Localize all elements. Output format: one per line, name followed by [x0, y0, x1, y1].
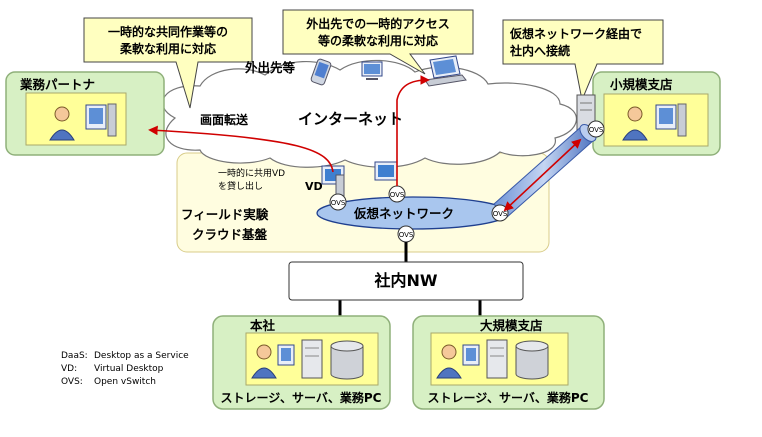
- arrow-vpn: [503, 138, 582, 212]
- callout-access-line1: 外出先での一時的アクセス: [306, 16, 449, 31]
- monitor-icon: [361, 61, 383, 80]
- legend-abbr-ovs: OVS:: [61, 377, 83, 387]
- vd-label: VD: [305, 180, 323, 193]
- hq-site: 本社 ストレージ、サーバ、業務PC: [212, 315, 391, 410]
- large-branch-user-icon: [436, 344, 462, 379]
- legend-desc-vd: Virtual Desktop: [94, 364, 164, 374]
- corporate-nw-label: 社内NW: [373, 271, 437, 290]
- ovs-tunnel-end-label: OVS: [493, 210, 508, 218]
- ovs-small-branch-label: OVS: [589, 126, 604, 134]
- large-branch-label: 大規模支店: [480, 318, 543, 333]
- callout-access: 外出先での一時的アクセス 等の柔軟な利用に対応: [282, 9, 474, 75]
- small-branch-site: 小規模支店: [576, 71, 721, 156]
- legend-desc-daas: Desktop as a Service: [94, 351, 189, 361]
- hq-label: 本社: [250, 318, 276, 333]
- small-branch-user-icon: [622, 106, 648, 141]
- callout-partner-line1: 一時的な共同作業等の: [108, 24, 228, 39]
- arrow-screen-transfer: [148, 125, 334, 173]
- hq-pc-icon: [277, 344, 295, 366]
- hq-user-icon: [251, 344, 277, 379]
- large-branch-equipment-label: ストレージ、サーバ、業務PC: [428, 390, 589, 405]
- outside-label: 外出先等: [244, 60, 296, 75]
- vd-icon-1: [321, 165, 345, 198]
- partner-site: 業務パートナ: [5, 71, 165, 156]
- callout-access-line2: 等の柔軟な利用に対応: [317, 33, 438, 48]
- red-arrows: [148, 75, 582, 212]
- callout-vpn-line1: 仮想ネットワーク経由で: [509, 26, 642, 41]
- legend: DaaS: Desktop as a Service VD: Virtual D…: [61, 351, 189, 387]
- partner-pc-icon: [85, 103, 117, 137]
- ovs-tunnel-end: OVS: [491, 204, 509, 222]
- cloud-platform-line1: フィールド実験: [181, 207, 269, 222]
- outside-devices: 外出先等: [244, 55, 467, 87]
- ovs-vd2-label: OVS: [390, 191, 405, 199]
- small-branch-pc-icon: [655, 103, 687, 137]
- hq-storage-icon: [330, 340, 364, 380]
- callout-partner-line2: 柔軟な利用に対応: [119, 41, 216, 56]
- legend-abbr-vd: VD:: [61, 364, 77, 374]
- ovs-vd1: OVS: [329, 193, 347, 211]
- small-branch-label: 小規模支店: [609, 77, 673, 92]
- lend-vd-line2: を貸し出し: [218, 180, 263, 192]
- ovs-vd1-label: OVS: [331, 199, 346, 207]
- ovs-core: OVS: [397, 225, 415, 243]
- partner-user-icon: [49, 106, 75, 141]
- vd-icon-2: [374, 161, 398, 181]
- legend-abbr-daas: DaaS:: [61, 351, 88, 361]
- smartphone-icon: [310, 58, 332, 86]
- large-branch-pc-icon: [462, 344, 480, 366]
- legend-desc-ovs: Open vSwitch: [94, 377, 156, 387]
- hq-server-icon: [301, 339, 323, 379]
- callout-vpn: 仮想ネットワーク経由で 社内へ接続: [502, 19, 664, 102]
- hq-equipment-label: ストレージ、サーバ、業務PC: [221, 390, 382, 405]
- callout-vpn-line2: 社内へ接続: [509, 43, 570, 58]
- virtual-network-label: 仮想ネットワーク: [353, 206, 454, 221]
- large-branch-storage-icon: [515, 340, 549, 380]
- corporate-nw: 社内NW: [288, 261, 524, 301]
- partner-site-label: 業務パートナ: [19, 77, 95, 92]
- ovs-small-branch: OVS: [587, 120, 605, 138]
- large-branch-site: 大規模支店 ストレージ、サーバ、業務PC: [412, 315, 605, 410]
- lend-vd-line1: 一時的に共用VD: [218, 167, 285, 179]
- ovs-core-label: OVS: [399, 231, 414, 239]
- large-branch-server-icon: [486, 339, 508, 379]
- screen-transfer-label: 画面転送: [200, 112, 249, 127]
- laptop-icon: [424, 55, 467, 87]
- callout-partner: 一時的な共同作業等の 柔軟な利用に対応: [83, 17, 253, 109]
- cloud-platform-line2: クラウド基盤: [192, 227, 268, 242]
- internet-label: インターネット: [298, 110, 403, 128]
- arrow-outside-access: [396, 75, 430, 186]
- ovs-vd2: OVS: [388, 185, 406, 203]
